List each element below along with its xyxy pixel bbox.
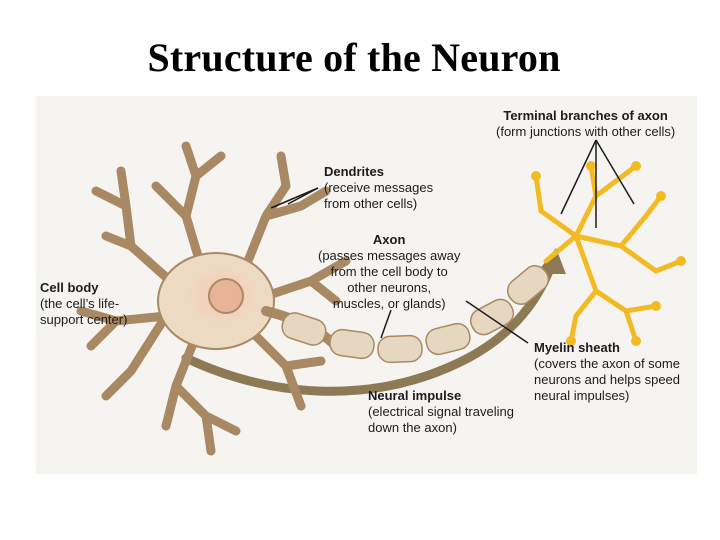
nucleus bbox=[208, 278, 244, 314]
label-neural-impulse: Neural impulse (electrical signal travel… bbox=[368, 388, 514, 436]
neuron-illustration bbox=[76, 139, 686, 456]
label-axon-desc-3: other neurons, bbox=[347, 280, 432, 295]
label-axon-desc-4: muscles, or glands) bbox=[332, 296, 446, 311]
label-dendrites-name: Dendrites bbox=[324, 164, 384, 179]
label-axon: Axon (passes messages away from the cell… bbox=[318, 232, 460, 312]
label-impulse-desc-1: (electrical signal traveling bbox=[368, 404, 514, 419]
label-myelin-name: Myelin sheath bbox=[534, 340, 620, 355]
label-dendrites: Dendrites (receive messages from other c… bbox=[324, 164, 433, 212]
label-cell-body: Cell body (the cell’s life- support cent… bbox=[40, 280, 127, 328]
page-title: Structure of the Neuron bbox=[147, 35, 561, 80]
axon-terminal-branches bbox=[533, 163, 684, 344]
label-terminal-name: Terminal branches of axon bbox=[503, 108, 668, 123]
label-myelin-desc-3: neural impulses) bbox=[534, 388, 630, 403]
leader-lines bbox=[270, 139, 635, 344]
label-axon-desc-2: from the cell body to bbox=[330, 264, 448, 279]
label-cell-body-desc-1: (the cell’s life- bbox=[40, 296, 120, 311]
label-dendrites-desc-2: from other cells) bbox=[324, 196, 418, 211]
label-dendrites-desc-1: (receive messages bbox=[324, 180, 434, 195]
label-myelin-desc-2: neurons and helps speed bbox=[534, 372, 681, 387]
neural-impulse-arrow bbox=[181, 248, 566, 396]
label-impulse-name: Neural impulse bbox=[368, 388, 462, 403]
label-axon-desc-1: (passes messages away bbox=[318, 248, 461, 263]
label-myelin-desc-1: (covers the axon of some bbox=[534, 356, 680, 371]
cell-body-shape bbox=[76, 141, 351, 456]
axon-shape bbox=[261, 265, 550, 364]
label-terminal-branches: Terminal branches of axon (form junction… bbox=[496, 108, 675, 140]
label-cell-body-name: Cell body bbox=[40, 280, 99, 295]
label-axon-name: Axon bbox=[372, 232, 406, 247]
label-terminal-desc: (form junctions with other cells) bbox=[496, 124, 676, 139]
label-cell-body-desc-2: support center) bbox=[40, 312, 128, 327]
label-myelin-sheath: Myelin sheath (covers the axon of some n… bbox=[534, 340, 680, 404]
terminal-knobs bbox=[531, 161, 686, 346]
neuron-diagram: Terminal branches of axon (form junction… bbox=[36, 96, 697, 474]
label-impulse-desc-2: down the axon) bbox=[368, 420, 457, 435]
